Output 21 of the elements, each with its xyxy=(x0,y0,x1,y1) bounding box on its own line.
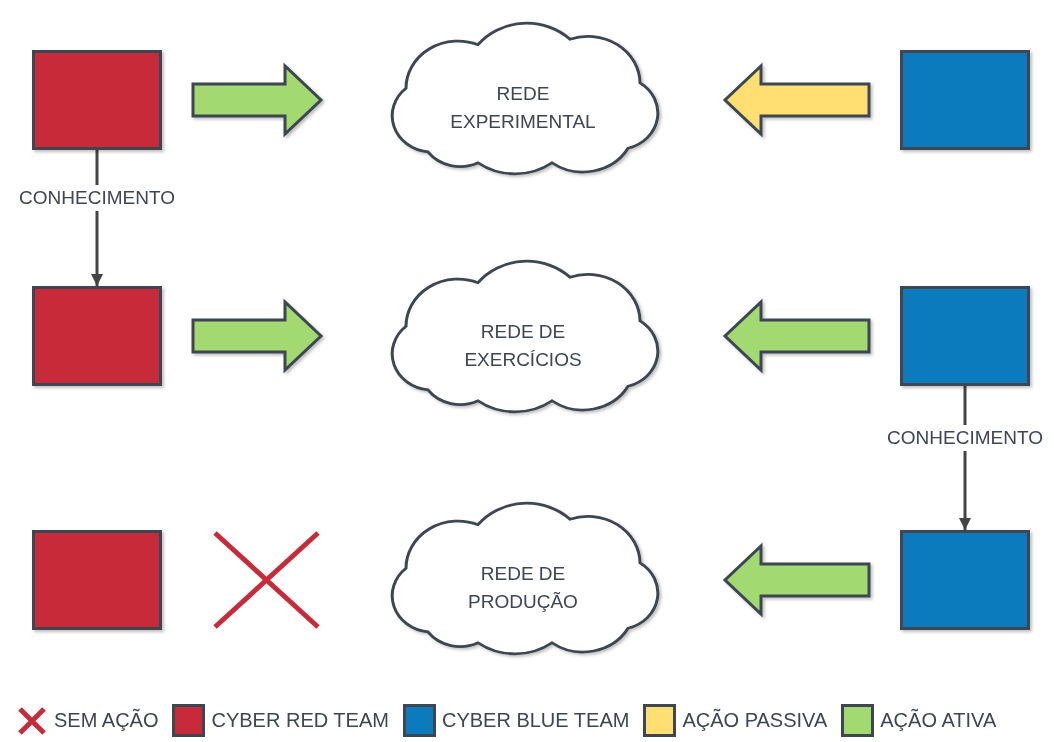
network-name: REDE EXPERIMENTAL xyxy=(450,82,596,134)
legend-label: AÇÃO PASSIVA xyxy=(682,709,828,732)
block-arrow xyxy=(191,298,324,374)
team-box xyxy=(900,50,1030,150)
team-box xyxy=(32,50,162,150)
edge-label: CONHECIMENTO xyxy=(887,425,1043,451)
legend-label: CYBER BLUE TEAM xyxy=(441,709,630,732)
block-arrow xyxy=(191,62,324,138)
legend-label: AÇÃO ATIVA xyxy=(880,709,997,732)
legend-label: CYBER RED TEAM xyxy=(211,709,389,732)
team-box xyxy=(32,530,162,630)
legend-label: SEM AÇÃO xyxy=(54,709,159,732)
team-box xyxy=(900,286,1030,386)
network-name: REDE DE PRODUÇÃO xyxy=(468,562,578,614)
team-box xyxy=(900,530,1030,630)
team-box xyxy=(32,286,162,386)
block-arrow xyxy=(722,298,871,374)
network-name: REDE DE EXERCÍCIOS xyxy=(464,320,582,372)
edge-label: CONHECIMENTO xyxy=(19,185,175,211)
block-arrow xyxy=(722,62,871,138)
block-arrow xyxy=(722,542,871,618)
